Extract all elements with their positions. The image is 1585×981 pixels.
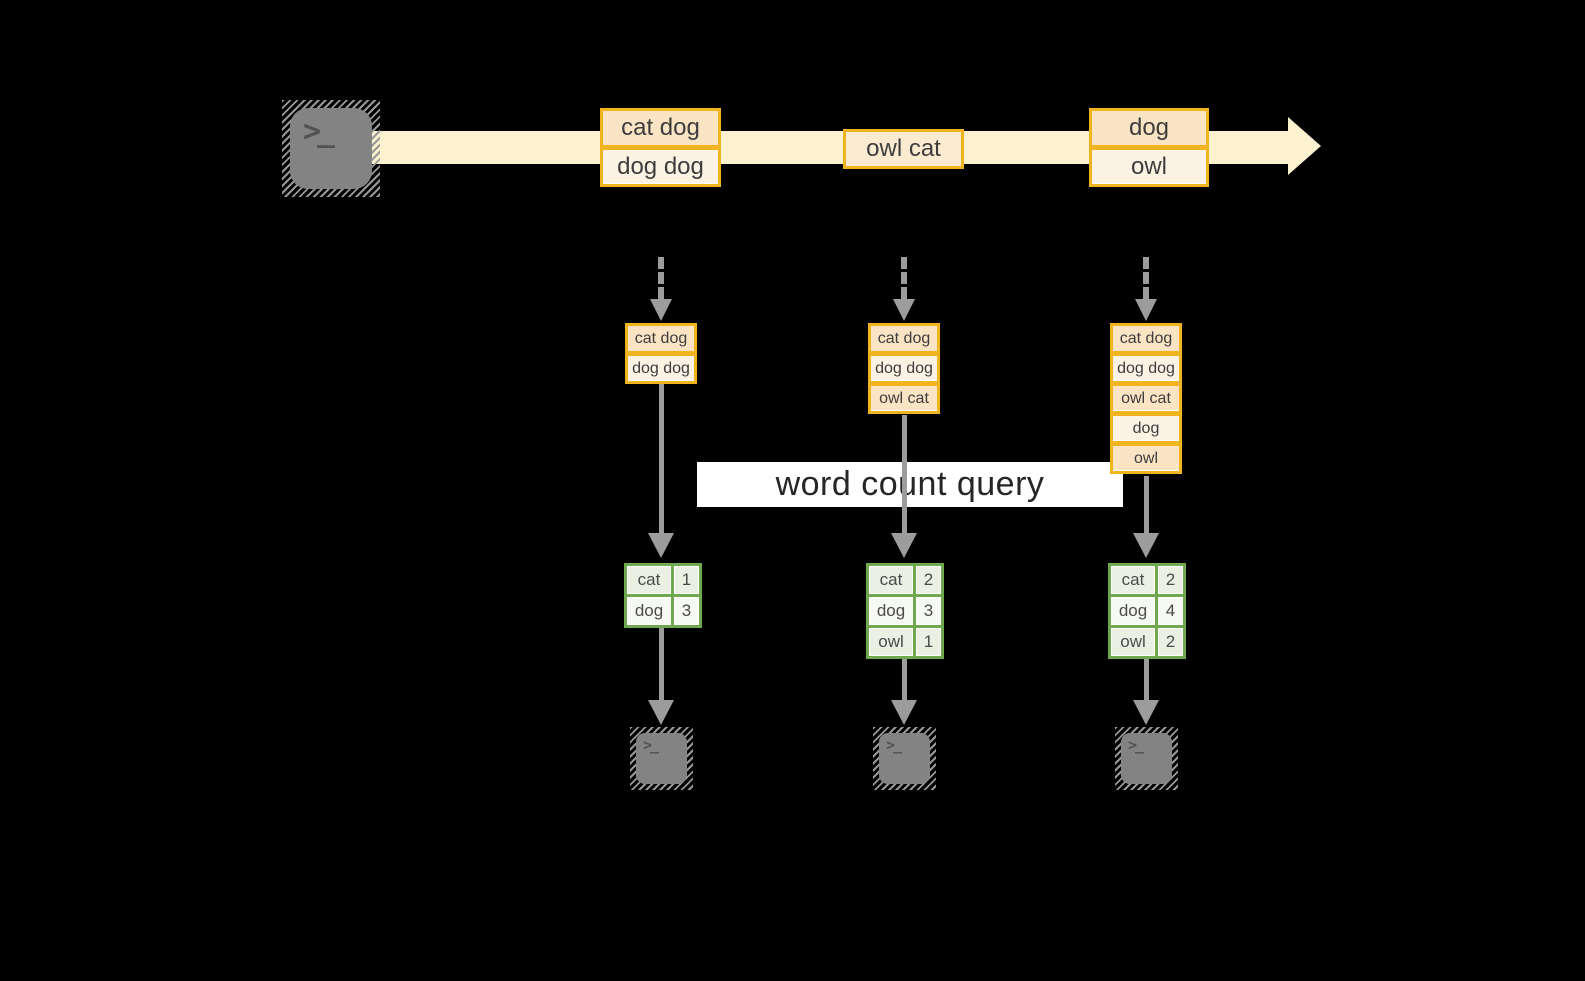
terminal-prompt-glyph: >_	[1128, 736, 1144, 754]
query-label: word count query	[697, 462, 1123, 507]
count-word: owl	[869, 628, 913, 656]
count-table-1: cat 1 dog 3	[624, 563, 702, 628]
count-word: cat	[1111, 566, 1155, 594]
stream-batch-2: owl cat	[843, 129, 964, 169]
query-arrowhead-icon	[648, 533, 674, 558]
terminal-screen: >_	[1121, 733, 1172, 784]
count-word: cat	[869, 566, 913, 594]
buffer-record: dog dog	[868, 353, 940, 384]
ingest-arrowhead-icon	[1135, 299, 1157, 321]
stream-batch-3: dog owl	[1089, 108, 1209, 187]
buffer-record: cat dog	[625, 323, 697, 354]
stream-batch-1: cat dog dog dog	[600, 108, 721, 187]
count-table-2: cat 2 dog 3 owl 1	[866, 563, 944, 659]
ingest-arrow-line	[658, 257, 664, 299]
count-value: 4	[1158, 597, 1183, 625]
stream-record: owl cat	[843, 129, 964, 169]
query-arrow-line	[902, 415, 907, 533]
output-arrow-line	[902, 659, 907, 700]
sink-terminal-icon: >_	[630, 727, 693, 790]
ingest-arrowhead-icon	[650, 299, 672, 321]
count-table-3: cat 2 dog 4 owl 2	[1108, 563, 1186, 659]
count-word: dog	[1111, 597, 1155, 625]
buffer-stack-2: cat dog dog dog owl cat	[868, 323, 940, 414]
terminal-prompt-glyph: >_	[886, 736, 902, 754]
count-word: cat	[627, 566, 671, 594]
stream-record: owl	[1089, 147, 1209, 187]
buffer-stack-1: cat dog dog dog	[625, 323, 697, 384]
buffer-record: dog dog	[625, 353, 697, 384]
count-value: 2	[1158, 628, 1183, 656]
output-arrowhead-icon	[648, 700, 674, 725]
terminal-screen: >_	[290, 108, 372, 189]
ingest-arrowhead-icon	[893, 299, 915, 321]
terminal-prompt-glyph: >_	[303, 114, 335, 149]
query-arrow-line	[1144, 476, 1149, 533]
sink-terminal-icon: >_	[1115, 727, 1178, 790]
buffer-record: dog dog	[1110, 353, 1182, 384]
count-word: dog	[869, 597, 913, 625]
query-arrowhead-icon	[891, 533, 917, 558]
count-value: 1	[674, 566, 699, 594]
buffer-record: dog	[1110, 413, 1182, 444]
output-arrow-line	[659, 628, 664, 700]
buffer-record: cat dog	[1110, 323, 1182, 354]
count-value: 2	[1158, 566, 1183, 594]
query-arrow-line	[659, 384, 664, 533]
output-arrow-line	[1144, 659, 1149, 700]
ingest-arrow-line	[901, 257, 907, 299]
stream-record: dog	[1089, 108, 1209, 148]
output-arrowhead-icon	[1133, 700, 1159, 725]
buffer-record: owl cat	[1110, 383, 1182, 414]
ingest-arrow-line	[1143, 257, 1149, 299]
terminal-screen: >_	[636, 733, 687, 784]
stream-record: cat dog	[600, 108, 721, 148]
query-arrowhead-icon	[1133, 533, 1159, 558]
buffer-record: owl	[1110, 443, 1182, 474]
count-word: owl	[1111, 628, 1155, 656]
output-arrowhead-icon	[891, 700, 917, 725]
count-value: 3	[674, 597, 699, 625]
buffer-record: owl cat	[868, 383, 940, 414]
terminal-screen: >_	[879, 733, 930, 784]
query-label-text: word count query	[775, 465, 1045, 503]
buffer-stack-3: cat dog dog dog owl cat dog owl	[1110, 323, 1182, 474]
count-value: 3	[916, 597, 941, 625]
buffer-record: cat dog	[868, 323, 940, 354]
sink-terminal-icon: >_	[873, 727, 936, 790]
count-word: dog	[627, 597, 671, 625]
source-terminal-icon: >_	[282, 100, 380, 197]
count-value: 1	[916, 628, 941, 656]
terminal-prompt-glyph: >_	[643, 736, 659, 754]
stream-record: dog dog	[600, 147, 721, 187]
count-value: 2	[916, 566, 941, 594]
stream-arrowhead-icon	[1288, 117, 1321, 175]
